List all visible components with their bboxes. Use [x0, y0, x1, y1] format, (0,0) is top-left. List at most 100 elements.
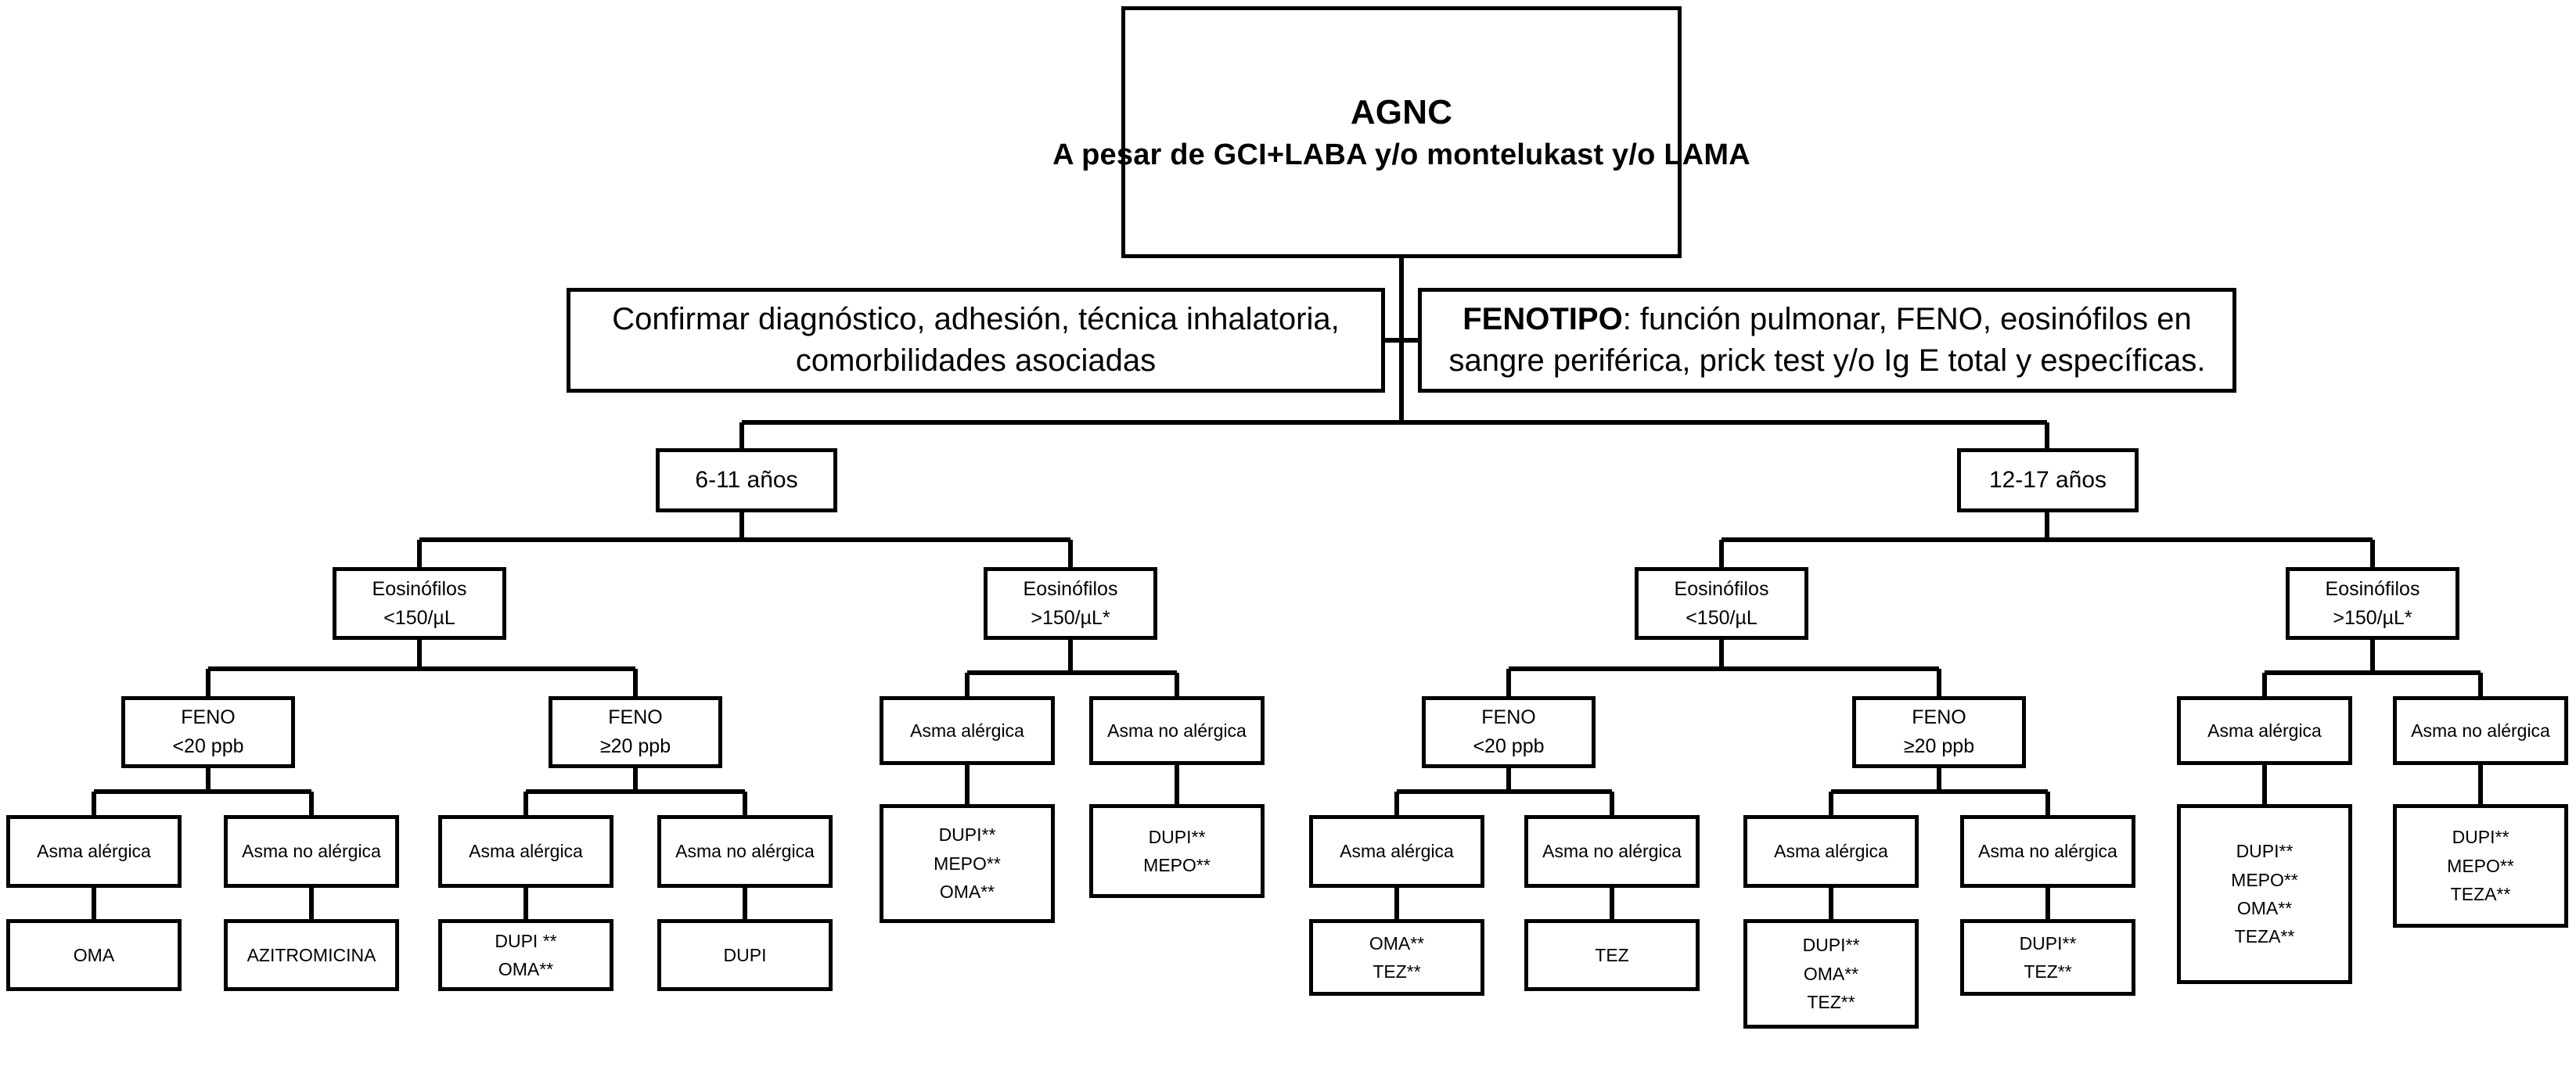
node-eos-child-low[interactable]: Eosinófilos <150/µL [333, 567, 506, 640]
leaf-child-low-eos-low-feno-allergic[interactable]: OMA [6, 919, 182, 991]
treatment-item: TEZA** [2234, 926, 2295, 947]
node-asma-no-alergica-c-le-lf[interactable]: Asma no alérgica [224, 815, 399, 888]
leaf-teen-high-eos-nonallergic[interactable]: DUPI** MEPO** TEZA** [2393, 804, 2568, 928]
treatment-item: DUPI** [938, 824, 996, 846]
root-title: AGNC [1350, 92, 1453, 131]
fenotipo-line-1-rest: : función pulmonar, FENO, eosinófilos en [1622, 302, 2192, 337]
asma-label: Asma alérgica [469, 841, 583, 862]
treatment-item: OMA** [2236, 898, 2293, 918]
treatment-item: OMA** [939, 882, 995, 903]
root-subtitle: A pesar de GCI+LABA y/o montelukast y/o … [1052, 138, 1750, 171]
treatment-item: DUPI** [1148, 826, 1206, 847]
eos-label: Eosinófilos [372, 577, 467, 600]
treatment-item: TEZ** [1373, 961, 1421, 982]
confirm-line-2: comorbilidades asociadas [795, 343, 1157, 378]
feno-value-high: ≥20 ppb [599, 735, 671, 757]
fenotipo-line-2: sangre periférica, prick test y/o Ig E t… [1448, 343, 2206, 378]
leaf-child-high-eos-nonallergic[interactable]: DUPI** MEPO** [1089, 804, 1265, 898]
node-asma-alergica-t-le-lf[interactable]: Asma alérgica [1309, 815, 1484, 888]
node-asma-alergica-c-le-hf[interactable]: Asma alérgica [438, 815, 613, 888]
node-feno-child-low[interactable]: FENO <20 ppb [121, 696, 295, 768]
fenotipo-label: FENOTIPO [1462, 302, 1623, 337]
treatment-item: MEPO** [2231, 869, 2298, 890]
feno-label: FENO [1481, 706, 1536, 728]
asma-label: Asma no alérgica [1978, 841, 2117, 862]
treatment-item: DUPI** [1802, 935, 1860, 956]
asma-label: Asma no alérgica [675, 841, 815, 862]
node-asma-alergica-c-he[interactable]: Asma alérgica [880, 696, 1055, 765]
age-6-11-label: 6-11 años [695, 467, 798, 494]
feno-label: FENO [608, 706, 663, 728]
treatment-item: MEPO** [934, 853, 1001, 874]
leaf-teen-low-eos-high-feno-nonallergic[interactable]: DUPI** TEZ** [1960, 919, 2135, 996]
eos-value-low: <150/µL [1686, 606, 1758, 629]
treatment-item: TEZ** [1807, 992, 1855, 1013]
node-eos-teen-high[interactable]: Eosinófilos >150/µL* [2286, 567, 2459, 640]
leaf-child-low-eos-high-feno-nonallergic[interactable]: DUPI [657, 919, 833, 991]
treatment-item: OMA** [1803, 963, 1859, 984]
feno-value-high: ≥20 ppb [1903, 735, 1975, 757]
treatment-item: TEZ [1595, 944, 1629, 965]
leaf-child-low-eos-high-feno-allergic[interactable]: DUPI ** OMA** [438, 919, 613, 991]
node-eos-teen-low[interactable]: Eosinófilos <150/µL [1635, 567, 1808, 640]
eos-value-low: <150/µL [383, 606, 455, 629]
node-asma-no-alergica-c-he[interactable]: Asma no alérgica [1089, 696, 1265, 765]
node-asma-no-alergica-t-he[interactable]: Asma no alérgica [2393, 696, 2568, 765]
leaf-child-low-eos-low-feno-nonallergic[interactable]: AZITROMICINA [224, 919, 399, 991]
eos-label: Eosinófilos [1674, 577, 1769, 600]
node-feno-child-high[interactable]: FENO ≥20 ppb [549, 696, 722, 768]
treatment-item: OMA** [498, 959, 554, 979]
asma-label: Asma no alérgica [1542, 841, 1682, 862]
leaf-teen-low-eos-high-feno-allergic[interactable]: DUPI** OMA** TEZ** [1743, 919, 1919, 1029]
leaf-child-high-eos-allergic[interactable]: DUPI** MEPO** OMA** [880, 804, 1055, 923]
treatment-item: DUPI** [2236, 841, 2294, 862]
node-feno-teen-high[interactable]: FENO ≥20 ppb [1852, 696, 2026, 768]
eos-label: Eosinófilos [2325, 577, 2420, 600]
eos-value-high: >150/µL* [2333, 606, 2412, 629]
node-asma-alergica-t-he[interactable]: Asma alérgica [2177, 696, 2352, 765]
treatment-item: OMA [73, 944, 115, 965]
node-asma-alergica-t-le-hf[interactable]: Asma alérgica [1743, 815, 1919, 888]
node-asma-no-alergica-t-le-lf[interactable]: Asma no alérgica [1524, 815, 1700, 888]
asma-label: Asma alérgica [2207, 720, 2322, 741]
feno-value-low: <20 ppb [172, 735, 244, 757]
feno-label: FENO [1912, 706, 1966, 728]
node-fenotipo[interactable]: FENOTIPO: función pulmonar, FENO, eosinó… [1418, 288, 2236, 393]
asma-label: Asma alérgica [1340, 841, 1454, 862]
node-asma-no-alergica-c-le-hf[interactable]: Asma no alérgica [657, 815, 833, 888]
age-12-17-label: 12-17 años [1988, 467, 2107, 494]
eos-value-high: >150/µL* [1031, 606, 1110, 629]
treatment-item: MEPO** [2447, 855, 2514, 876]
node-asma-alergica-c-le-lf[interactable]: Asma alérgica [6, 815, 182, 888]
asma-label: Asma no alérgica [242, 841, 381, 862]
asma-label: Asma no alérgica [1107, 720, 1247, 741]
leaf-teen-low-eos-low-feno-allergic[interactable]: OMA** TEZ** [1309, 919, 1484, 996]
confirm-line-1: Confirmar diagnóstico, adhesión, técnica… [612, 302, 1340, 337]
leaf-teen-low-eos-low-feno-nonallergic[interactable]: TEZ [1524, 919, 1700, 991]
treatment-item: TEZ** [2024, 961, 2072, 982]
treatment-item: DUPI ** [495, 930, 557, 951]
node-age-6-11[interactable]: 6-11 años [656, 448, 837, 512]
asma-label: Asma alérgica [910, 720, 1024, 741]
treatment-item: DUPI [723, 944, 767, 965]
treatment-item: DUPI** [2019, 932, 2077, 954]
node-asma-no-alergica-t-le-hf[interactable]: Asma no alérgica [1960, 815, 2135, 888]
leaf-teen-high-eos-allergic[interactable]: DUPI** MEPO** OMA** TEZA** [2177, 804, 2352, 984]
node-confirm-diagnosis[interactable]: Confirmar diagnóstico, adhesión, técnica… [567, 288, 1385, 393]
node-root-agnc[interactable]: AGNC A pesar de GCI+LABA y/o montelukast… [1052, 6, 1750, 258]
node-feno-teen-low[interactable]: FENO <20 ppb [1422, 696, 1596, 768]
eos-label: Eosinófilos [1023, 577, 1118, 600]
treatment-item: MEPO** [1143, 855, 1211, 875]
treatment-item: OMA** [1369, 932, 1425, 954]
node-eos-child-high[interactable]: Eosinófilos >150/µL* [984, 567, 1157, 640]
node-age-12-17[interactable]: 12-17 años [1957, 448, 2139, 512]
feno-label: FENO [181, 706, 236, 728]
fenotipo-line-1: FENOTIPO: función pulmonar, FENO, eosinó… [1462, 299, 2192, 340]
asma-label: Asma alérgica [1774, 841, 1888, 862]
treatment-item: TEZA** [2450, 884, 2511, 905]
treatment-item: AZITROMICINA [246, 944, 376, 965]
asma-label: Asma no alérgica [2411, 720, 2550, 741]
asma-label: Asma alérgica [37, 841, 151, 862]
feno-value-low: <20 ppb [1473, 735, 1545, 757]
